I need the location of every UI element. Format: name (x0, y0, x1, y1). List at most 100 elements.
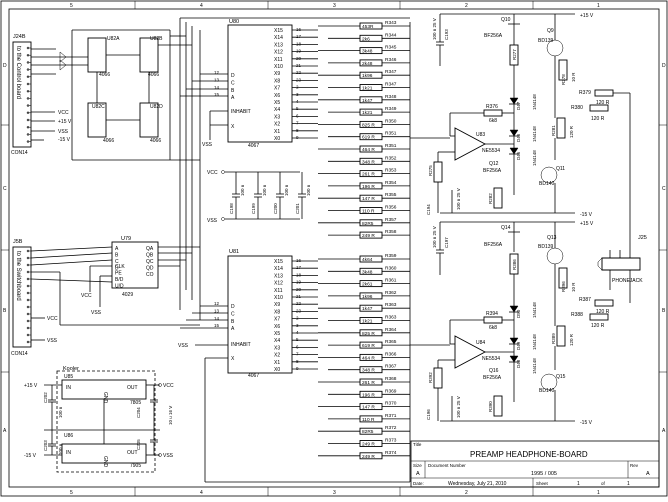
mux-pin-number: 22 (296, 70, 302, 75)
cap-value: 100 n (262, 184, 267, 196)
connector-pin-dot (26, 256, 30, 260)
chip-part: 4066 (148, 72, 159, 78)
chip-ref: U86 (64, 433, 73, 439)
resistor-ref: R372 (385, 425, 397, 431)
resistor-value: 249 R (362, 454, 375, 460)
mux-pin-number: 21 (296, 294, 302, 299)
chip-ref: U82A (107, 36, 120, 42)
mux-pin-label: X9 (274, 302, 280, 308)
docnum-label: Document Number (428, 463, 466, 468)
frame-col-label: 1 (597, 3, 600, 9)
mux-pin-label: X0 (274, 136, 280, 142)
chip-ref: U81 (229, 249, 239, 255)
diode-part: 1N4148 (532, 302, 537, 318)
counter-pin-label: CLK (115, 264, 125, 270)
counter-pin-label: QC (146, 259, 154, 265)
chip-ref: U85 (64, 374, 73, 380)
frame-col-label: 2 (465, 3, 468, 9)
chip-part: 4067 (248, 373, 259, 379)
transistor-part: BF256A (483, 375, 502, 381)
resistor-value: 120 R (596, 309, 610, 315)
chip-ref: U83 (476, 132, 485, 138)
resistor-ref: R353 (385, 168, 397, 174)
cap-ref: C200 (273, 203, 278, 214)
chip-part: NE5534 (482, 356, 500, 362)
resistor-ref: R275 (428, 165, 433, 176)
chip-part: 4066 (99, 72, 110, 78)
net-label-p15v: +15 V (580, 221, 594, 227)
mux-pin-label: X2 (274, 353, 280, 359)
connector-pin-dot (26, 312, 30, 316)
mux-pin-label: X15 (274, 259, 283, 265)
cap-ref: C199 (251, 203, 256, 214)
resistor-value: 1k21 (362, 110, 373, 116)
frame-row-label: A (662, 428, 666, 434)
mux-pin-label: X11 (274, 288, 283, 294)
resistor-ref: R282 (488, 193, 493, 204)
chip-ref: U84 (476, 340, 485, 346)
resistor-ref: R370 (385, 401, 397, 407)
diode-ref: D47 (516, 101, 521, 110)
reg-out-label: OUT (127, 450, 138, 456)
net-label-p15v: +15 V (580, 13, 594, 19)
reg-out-label: OUT (127, 385, 138, 391)
mux-pin-label: X2 (274, 122, 280, 128)
mux-ctrl-label: C (231, 311, 235, 317)
connector-pin-dot (26, 277, 30, 281)
frame-row-label: B (3, 308, 7, 314)
mux-pin-number: 3 (296, 323, 299, 328)
connector-pin-dot (26, 340, 30, 344)
counter-pin-label: QA (146, 246, 154, 252)
net-label-vcc: VCC (207, 170, 218, 176)
mux-pin-label: X3 (274, 345, 280, 351)
resistor-ref: R380 (571, 105, 583, 111)
resistor-ref: R367 (385, 364, 397, 370)
mux-pin-number: 5 (296, 106, 299, 111)
transistor-part: BF256A (484, 242, 503, 248)
net-label-vcc: VCC (47, 316, 58, 322)
resistor-value: 1k96 (362, 294, 373, 300)
resistor-ladder-u81: 4k64R3593k48R3602k61R3611k96R3621k47R363… (318, 253, 410, 460)
mux-ctrl-label: D (231, 73, 235, 79)
resistor-ref: R349 (385, 106, 397, 112)
resistor-value: 619 R (362, 135, 375, 141)
connector-pin-dot (26, 249, 30, 253)
resistor-ladder-u80: 453RR3432k6R3443k48R3452k48R3461k96R3471… (318, 20, 410, 239)
connector-pin-dot (26, 298, 30, 302)
resistor-value: 196 R (362, 392, 375, 398)
resistor-value: 120 R (596, 100, 610, 106)
cap-ref: C205 (136, 439, 141, 450)
mux-pin-label: X14 (274, 266, 283, 272)
mux-ctrl-number: 12 (214, 70, 220, 75)
resistor-ref: R387 (579, 297, 591, 303)
transistor-part: BD140 (539, 388, 555, 394)
diode-part: 1N4148 (532, 150, 537, 166)
frame-col-label: 2 (465, 490, 468, 496)
resistor-ref: R357 (385, 217, 397, 223)
mux-pin-number: 7 (296, 352, 299, 357)
sheet-label: Sheet (536, 481, 549, 486)
mux-ctrl-number: 15 (214, 92, 220, 97)
rev-value: A (646, 471, 650, 477)
connector-pin-dot (26, 263, 30, 267)
mux-pin-label: X7 (274, 86, 280, 92)
connector-label: to the Control board (15, 46, 21, 99)
resistor-ref: R388 (571, 312, 583, 318)
chip-part: 4066 (150, 138, 161, 144)
diode-ref: D49 (516, 341, 521, 350)
mux-pin-label: X6 (274, 324, 280, 330)
resistor-ref: R358 (385, 229, 397, 235)
mux-ctrl-number: 13 (214, 308, 220, 313)
connector-j24b: J24B to the Control board CON14 VCC +15 … (11, 34, 72, 156)
resistor-value: 453R (362, 24, 374, 30)
mux-pin-number: 7 (296, 121, 299, 126)
connector-pin-dot (26, 61, 30, 64)
frame-col-label: 3 (333, 490, 336, 496)
resistor-value: 1k21 (362, 319, 373, 325)
resistor-ref: R389 (551, 333, 556, 344)
chip-ref: U79 (121, 236, 131, 242)
resistor-ref: R354 (385, 180, 397, 186)
mux-pin-number: 18 (296, 41, 302, 46)
counter-pin-label: QD (146, 266, 154, 272)
